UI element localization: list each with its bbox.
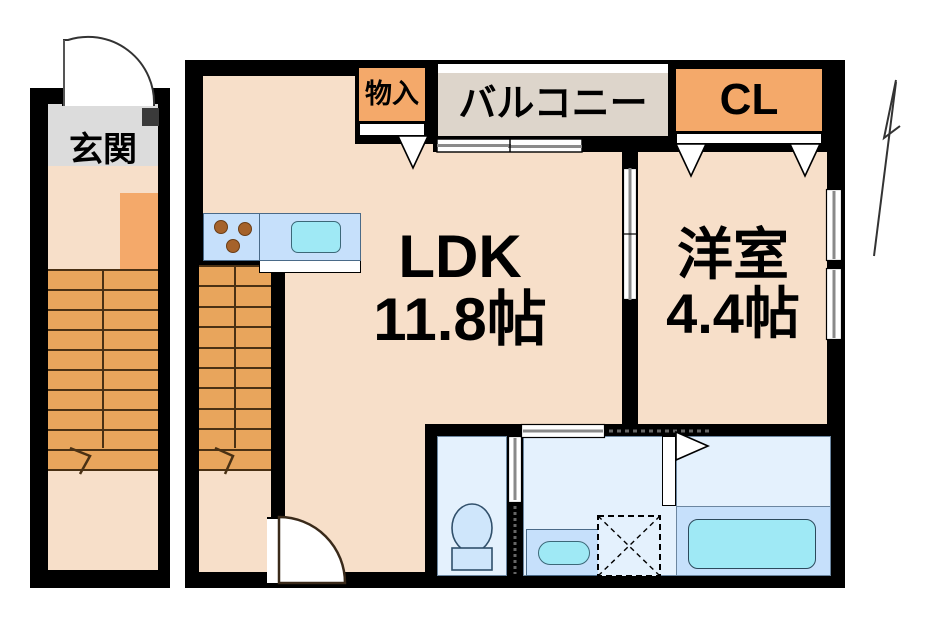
washroom-entry-sliding-door[interactable] [520, 423, 713, 439]
cl-label: CL [676, 69, 822, 131]
yoshitsu-window-upper [825, 188, 843, 262]
front-door-swing-arc [63, 35, 156, 107]
ldk-label-size: 11.8帖 [373, 285, 547, 353]
north-arrow-icon [873, 79, 901, 257]
yoshitsu-label: 洋室 4.4帖 [638, 220, 828, 350]
ldk-door-opening[interactable] [267, 517, 281, 583]
balcony-floor [438, 73, 668, 136]
ldk-label: LDK 11.8帖 [335, 222, 585, 353]
cl-door-swings [674, 143, 822, 178]
bathroom-door-opening[interactable] [662, 436, 676, 506]
toilet-sliding-door[interactable] [507, 435, 523, 576]
yoshitsu-label-size: 4.4帖 [666, 282, 800, 345]
washing-machine-space [597, 515, 661, 577]
kitchen-counter-front-edge [259, 261, 361, 273]
washbasin-bowl [538, 541, 590, 565]
yoshitsu-window-lower [825, 267, 843, 341]
stove-burners-icon [214, 220, 252, 253]
bathtub [688, 519, 816, 569]
meter-box-icon [142, 108, 159, 126]
monoire-label: 物入 [359, 68, 425, 121]
outer-staircase [48, 269, 158, 475]
bathroom-door-swing [675, 430, 710, 462]
cl-label-text: CL [719, 74, 779, 124]
genkan-label: 玄関 [48, 130, 158, 172]
shoe-closet [120, 193, 158, 270]
ldk-door-swing-arc [277, 515, 347, 585]
balcony-label: バルコニー [438, 73, 668, 136]
balcony-label-text: バルコニー [458, 82, 648, 125]
genkan-tile-floor [48, 104, 158, 166]
ldk-yoshitsu-sliding-door[interactable] [622, 167, 638, 301]
inner-staircase [199, 265, 271, 475]
kitchen-divider [259, 213, 260, 261]
cl-fill [676, 69, 822, 131]
balcony-top-rail [438, 64, 668, 73]
yoshitsu-label-name: 洋室 [677, 223, 789, 287]
monoire-fill [359, 68, 425, 121]
genkan-label-text: 玄関 [69, 131, 137, 170]
monoire-door-swing [396, 135, 430, 170]
kitchen-sink-basin [291, 221, 341, 253]
monoire-door-opening[interactable] [359, 123, 425, 136]
balcony-sliding-door[interactable] [436, 138, 583, 154]
cl-door-opening[interactable] [676, 133, 822, 144]
ldk-label-name: LDK [398, 222, 522, 290]
monoire-label-text: 物入 [365, 79, 419, 110]
toilet-fixture-icon [451, 503, 493, 571]
